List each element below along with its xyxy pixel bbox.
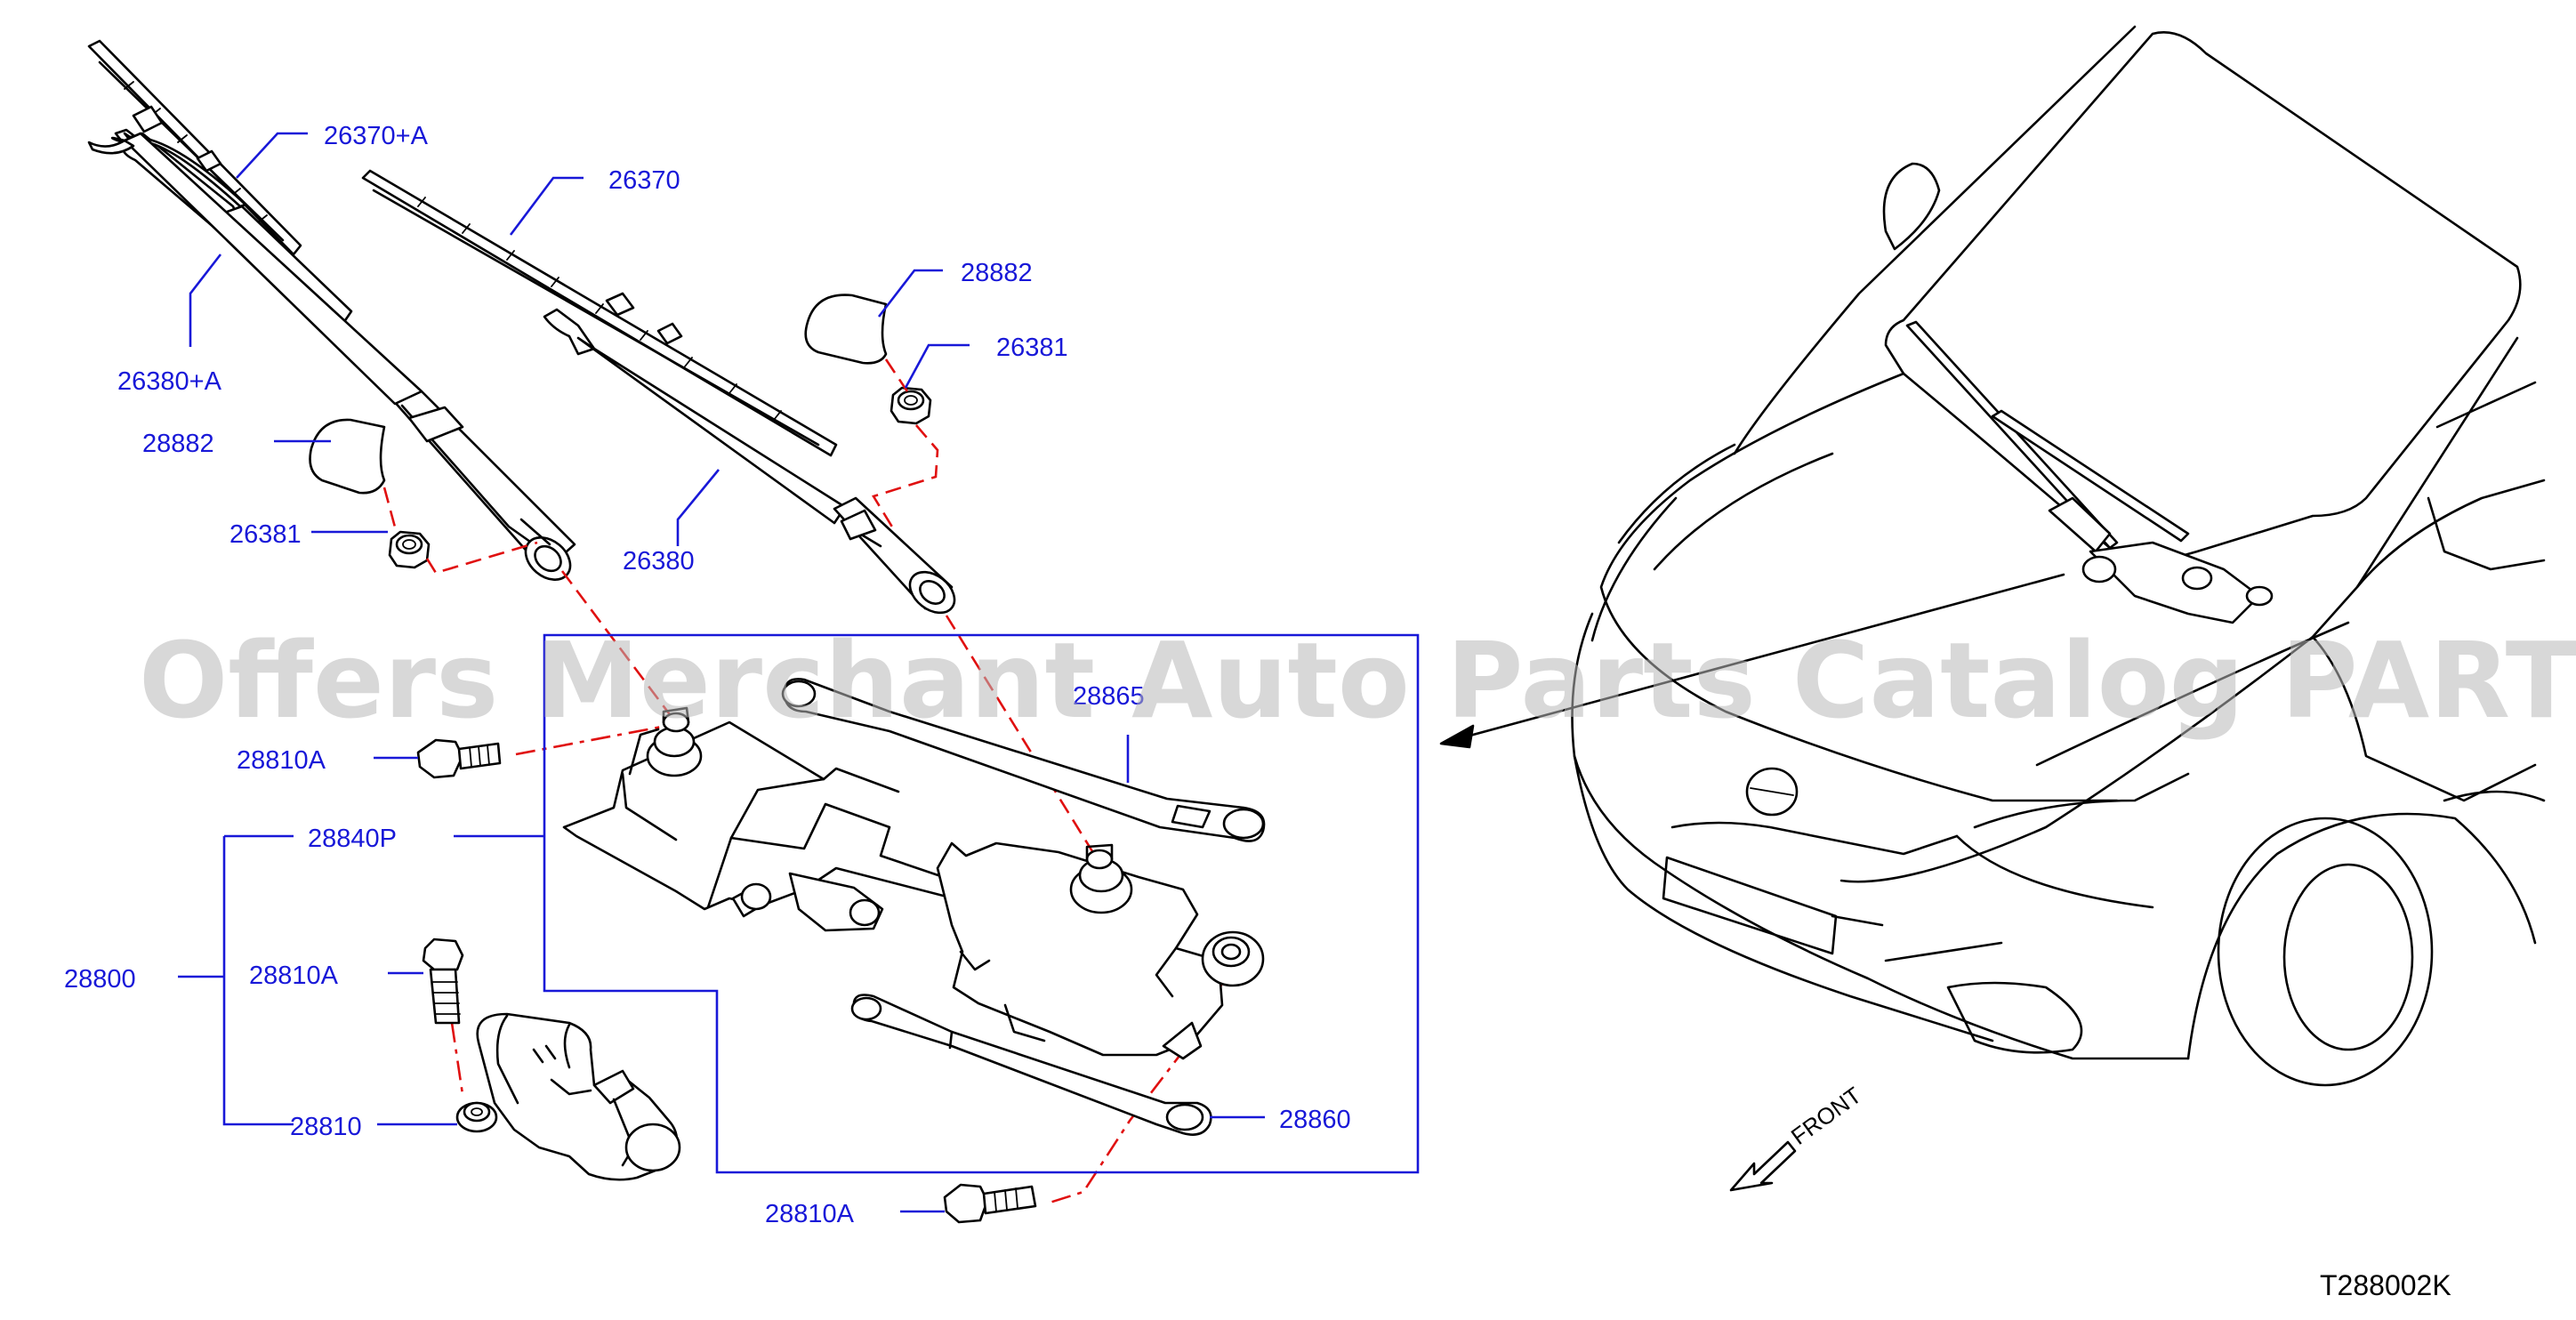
diagram-code: T288002K xyxy=(2320,1269,2451,1301)
wiper-motor-28810[interactable] xyxy=(476,1012,681,1181)
callout-26380: 26380 xyxy=(623,547,695,575)
linkage-frame-box xyxy=(543,633,1420,1174)
bolt-28810a-lower[interactable] xyxy=(943,1183,1037,1224)
nut-26381-lower[interactable] xyxy=(388,530,431,569)
callout-26380a: 26380+A xyxy=(117,367,222,396)
bolt-28810a-middle[interactable] xyxy=(422,938,464,1025)
callout-28810a-upper: 28810A xyxy=(237,746,326,775)
callout-28882-lower: 28882 xyxy=(142,430,214,458)
callout-28865: 28865 xyxy=(1073,682,1145,711)
callout-28860: 28860 xyxy=(1279,1106,1351,1134)
callout-28810a-lower: 28810A xyxy=(765,1200,855,1228)
wiper-blade-26370a[interactable] xyxy=(87,39,302,256)
callout-28840p: 28840P xyxy=(308,825,397,853)
watermark-text: Offers Merchant Auto Parts Catalog PARTS… xyxy=(139,619,2576,742)
motor-crank-housing[interactable] xyxy=(936,841,1265,1060)
front-label: FRONT xyxy=(1786,1082,1866,1150)
link-rod-28860[interactable] xyxy=(850,994,1212,1136)
cap-28882-upper[interactable] xyxy=(804,294,888,365)
callout-28882-upper: 28882 xyxy=(961,259,1033,287)
grommet-28810[interactable] xyxy=(455,1101,498,1133)
callout-26370: 26370 xyxy=(608,166,680,195)
car-overview-illustration xyxy=(1439,25,2546,1087)
callout-26381-upper: 26381 xyxy=(996,334,1068,362)
link-rod-28865[interactable] xyxy=(781,678,1266,842)
front-direction-indicator xyxy=(1729,1140,1797,1192)
cap-28882-lower[interactable] xyxy=(309,418,386,495)
bolt-28810a-upper[interactable] xyxy=(416,738,502,779)
callout-28800: 28800 xyxy=(64,965,136,994)
callout-26370a: 26370+A xyxy=(324,122,429,150)
wiper-arm-26380[interactable] xyxy=(543,308,962,621)
wiper-arm-26380a-bar xyxy=(87,132,423,406)
callout-26381-lower: 26381 xyxy=(229,520,302,549)
linkage-frame-28840p[interactable] xyxy=(562,720,971,932)
wiper-arm-26380a[interactable] xyxy=(110,128,578,588)
callout-28810a-middle: 28810A xyxy=(249,962,339,990)
pivot-left xyxy=(628,706,703,777)
callout-28810: 28810 xyxy=(290,1113,362,1141)
wiper-blade-26370[interactable] xyxy=(361,169,838,457)
nut-26381-upper[interactable] xyxy=(890,386,932,425)
leader-lines xyxy=(178,132,1265,1213)
